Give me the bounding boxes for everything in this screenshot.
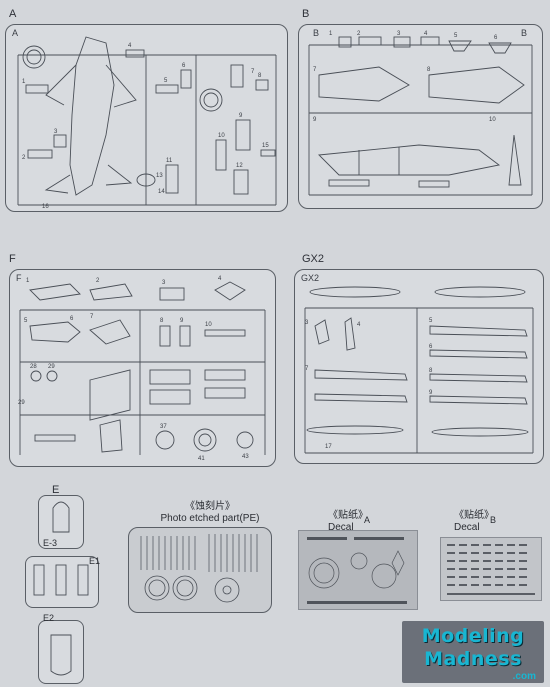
sprue-b-corner-letter-left: B [313,28,320,38]
svg-text:43: 43 [242,454,249,460]
svg-text:11: 11 [166,158,173,164]
svg-text:7: 7 [251,69,255,75]
sprue-f-frame: F [9,269,276,467]
svg-text:14: 14 [158,189,165,195]
svg-text:29: 29 [18,400,25,406]
svg-text:6: 6 [70,316,74,322]
svg-text:41: 41 [198,456,205,462]
photo-etched-title-en: Photo etched part(PE) [160,513,260,524]
sprue-e-upper-drawing [52,501,70,533]
logo-line2: Madness [424,648,522,670]
section-b-label: B [302,8,310,20]
svg-text:9: 9 [429,390,433,396]
svg-text:16: 16 [42,204,49,210]
svg-text:6: 6 [429,344,433,350]
logo-suffix: .com [512,671,536,682]
svg-text:3: 3 [54,129,58,135]
svg-text:5: 5 [24,318,28,324]
decal-b-drawing [447,544,535,595]
decal-a-sheet [298,530,418,610]
sprue-a-drawing: 1 2 3 4 5 6 7 8 9 10 11 12 13 14 15 16 [17,36,277,210]
sprue-a-corner-letter: A [12,28,19,38]
svg-text:13: 13 [156,173,163,179]
svg-text:10: 10 [489,117,496,123]
sprue-f-corner-letter: F [16,273,22,283]
svg-text:7: 7 [90,314,94,320]
sprue-e-lower-drawing [50,634,72,676]
sprue-e-part-label-e3: E-3 [43,538,58,548]
sprue-e-middle-frame [25,556,99,608]
svg-text:8: 8 [160,318,164,324]
svg-text:6: 6 [494,35,498,41]
section-e-label: E [52,484,60,496]
decal-b-title-en: Decal [454,522,480,533]
svg-text:7: 7 [313,67,317,73]
svg-text:1: 1 [22,79,26,85]
svg-text:8: 8 [427,67,431,73]
sprue-e-part-label-e1: E1 [89,556,101,566]
svg-text:7: 7 [305,366,309,372]
decal-a-title: 《贴纸》 Decal [328,510,368,534]
photo-etched-title-cn: 《蚀刻片》 [185,501,235,512]
svg-text:2: 2 [357,31,361,37]
svg-text:2: 2 [96,278,100,284]
sprue-b-corner-letter-right: B [521,28,528,38]
svg-text:10: 10 [218,133,225,139]
svg-text:5: 5 [454,33,458,39]
decal-b-sheet [440,537,542,601]
svg-text:4: 4 [218,276,222,282]
sprue-b-frame: B B [298,24,543,209]
decal-b-title-cn: 《贴纸》 [454,510,494,521]
decal-a-title-cn: 《贴纸》 [328,510,368,521]
photo-etched-title: 《蚀刻片》 Photo etched part(PE) [150,501,270,525]
photo-etched-drawing [140,534,258,603]
decal-b-letter: B [490,515,497,525]
logo-line1: Modeling [421,625,525,647]
svg-text:4: 4 [128,43,132,49]
sprue-b-drawing: 1 2 3 4 5 6 7 8 9 10 [308,31,533,196]
svg-text:1: 1 [329,31,333,37]
svg-text:5: 5 [429,318,433,324]
svg-text:9: 9 [180,318,184,324]
svg-text:1: 1 [26,278,30,284]
sprue-e-lower-frame [38,620,84,684]
svg-text:12: 12 [236,163,243,169]
svg-text:8: 8 [429,368,433,374]
section-gx2-label: GX2 [302,253,325,265]
decal-a-title-en: Decal [328,522,354,533]
decal-a-drawing [307,537,407,604]
svg-text:2: 2 [22,155,26,161]
section-a-label: A [9,8,17,20]
svg-text:37: 37 [160,424,167,430]
decal-b-title: 《贴纸》 Decal [454,510,494,534]
sprue-f-drawing: 1 2 3 4 5 6 7 8 9 10 28 29 29 37 41 43 [18,276,266,462]
svg-text:3: 3 [162,280,166,286]
svg-text:3: 3 [397,31,401,37]
svg-text:9: 9 [313,117,317,123]
svg-text:3: 3 [305,320,309,326]
photo-etched-fret [128,527,272,613]
sprue-gx2-corner-letter: GX2 [301,273,320,283]
svg-text:4: 4 [357,322,361,328]
sprue-a-frame: A [5,24,288,212]
svg-text:28: 28 [30,364,37,370]
svg-text:4: 4 [424,31,428,37]
section-f-label: F [9,253,16,265]
sprue-e-part-label-e2: E2 [43,613,55,623]
sprue-e-upper-frame [38,495,84,549]
sprue-gx2-drawing: 3 4 7 5 6 8 9 17 [304,286,534,454]
sprue-gx2-frame: GX2 3 [294,269,544,464]
svg-text:9: 9 [239,113,243,119]
svg-text:17: 17 [325,444,332,450]
svg-text:6: 6 [182,63,186,69]
sprue-e-middle-drawing [33,564,89,596]
decal-a-letter: A [364,515,371,525]
svg-text:29: 29 [48,364,55,370]
modeling-madness-logo: Modeling Madness .com [402,621,544,683]
svg-text:8: 8 [258,73,262,79]
svg-text:10: 10 [205,322,212,328]
svg-text:5: 5 [164,78,168,84]
svg-text:15: 15 [262,143,269,149]
